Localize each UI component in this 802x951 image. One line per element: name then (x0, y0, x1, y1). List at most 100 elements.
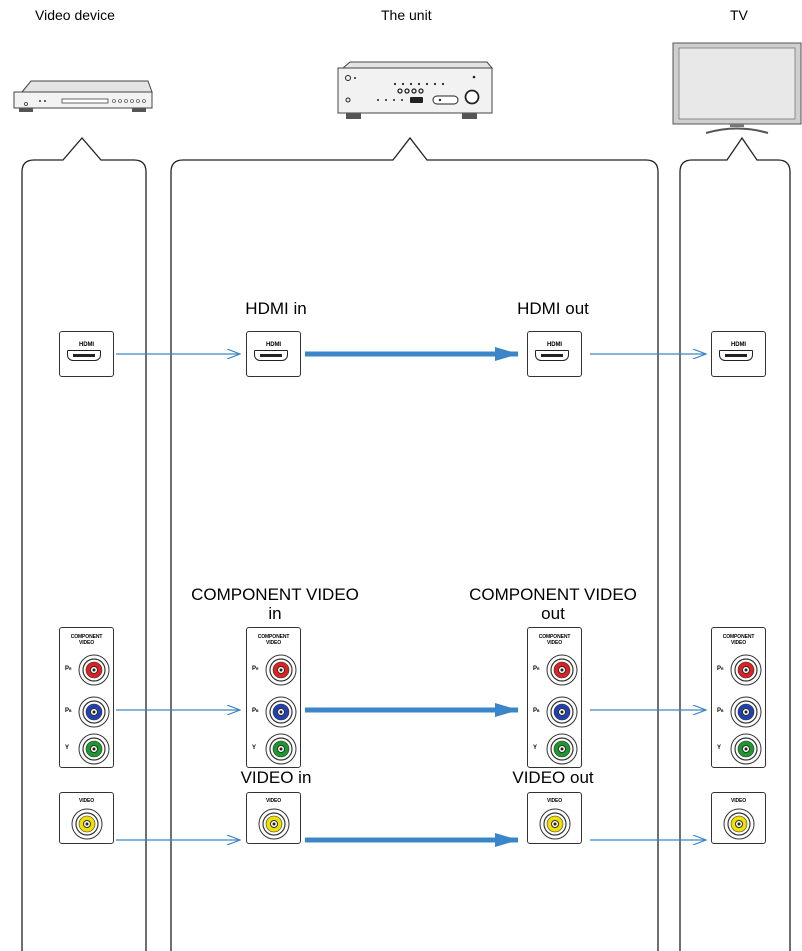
unit-panel (170, 136, 659, 951)
label-component-out-line2: out (541, 604, 565, 623)
y-label: Y (717, 745, 722, 751)
component-title-line1: COMPONENT (257, 634, 290, 640)
header-video-device: Video device (35, 7, 115, 23)
video-out-port: VIDEO (527, 792, 582, 844)
video-port-label: VIDEO (265, 798, 282, 804)
hdmi-connector-icon (67, 350, 101, 361)
pb-subscript: B (69, 709, 72, 713)
tv-panel (679, 136, 791, 951)
label-component-out: COMPONENT VIDEO out (458, 585, 648, 623)
label-component-in-line1: COMPONENT VIDEO (191, 585, 359, 604)
video-jack-icon (258, 808, 290, 840)
video-in-port: VIDEO (246, 792, 301, 844)
hdmi-connector-icon (719, 350, 753, 361)
pr-subscript: R (721, 667, 724, 671)
video-jack-icon (539, 808, 571, 840)
y-jack-icon (78, 733, 110, 765)
y-jack-icon (546, 733, 578, 765)
pb-jack-icon (78, 696, 110, 728)
pb-jack-icon (730, 696, 762, 728)
component-port-tv: COMPONENT VIDEO PR PB Y (711, 627, 766, 768)
pr-subscript: R (256, 667, 259, 671)
pb-label: PB (717, 707, 724, 715)
y-label: Y (533, 745, 538, 751)
pr-jack-icon (546, 654, 578, 686)
component-port-video-device: COMPONENT VIDEO PR PB Y (59, 627, 114, 768)
label-component-in-line2: in (268, 604, 282, 623)
pr-subscript: R (537, 667, 540, 671)
video-port-video-device: VIDEO (59, 792, 114, 844)
pb-label: PB (533, 707, 540, 715)
hdmi-port-label: HDMI (79, 342, 94, 348)
pr-letter: P (533, 666, 538, 672)
pr-jack-icon (78, 654, 110, 686)
pb-letter: P (65, 708, 70, 714)
component-in-port: COMPONENT VIDEO PR PB Y (246, 627, 301, 768)
pb-letter: P (717, 708, 722, 714)
video-port-label: VIDEO (78, 798, 95, 804)
video-jack-icon (723, 808, 755, 840)
pr-letter: P (65, 666, 70, 672)
component-title-line2: VIDEO (730, 640, 747, 646)
header-the-unit: The unit (381, 7, 432, 23)
y-label: Y (65, 745, 70, 751)
pr-label: PR (65, 665, 72, 673)
pr-jack-icon (265, 654, 297, 686)
video-port-label: VIDEO (546, 798, 563, 804)
pb-subscript: B (256, 709, 259, 713)
hdmi-port-video-device: HDMI (59, 331, 114, 377)
pb-letter: P (533, 708, 538, 714)
pb-subscript: B (537, 709, 540, 713)
pb-jack-icon (546, 696, 578, 728)
hdmi-port-label: HDMI (731, 342, 746, 348)
component-title-line2: VIDEO (265, 640, 282, 646)
video-device-panel (21, 137, 147, 951)
component-port-title: COMPONENT VIDEO (712, 634, 765, 646)
label-video-in: VIDEO in (240, 768, 312, 787)
pr-label: PR (533, 665, 540, 673)
component-port-title: COMPONENT VIDEO (528, 634, 581, 646)
label-component-in: COMPONENT VIDEO in (180, 585, 370, 623)
pr-subscript: R (69, 667, 72, 671)
pr-letter: P (717, 666, 722, 672)
pr-letter: P (252, 666, 257, 672)
label-hdmi-out: HDMI out (517, 299, 589, 318)
pb-subscript: B (721, 709, 724, 713)
hdmi-out-port: HDMI (527, 331, 582, 377)
component-out-port: COMPONENT VIDEO PR PB Y (527, 627, 582, 768)
component-title-line2: VIDEO (78, 640, 95, 646)
hdmi-port-label: HDMI (266, 342, 281, 348)
video-port-label: VIDEO (730, 798, 747, 804)
av-receiver-icon (337, 61, 494, 119)
y-jack-icon (730, 733, 762, 765)
hdmi-in-port: HDMI (246, 331, 301, 377)
label-component-out-line1: COMPONENT VIDEO (469, 585, 637, 604)
label-hdmi-in: HDMI in (245, 299, 307, 318)
component-port-title: COMPONENT VIDEO (60, 634, 113, 646)
pb-jack-icon (265, 696, 297, 728)
y-label: Y (252, 745, 257, 751)
header-tv: TV (730, 7, 748, 23)
pr-label: PR (717, 665, 724, 673)
component-title-line1: COMPONENT (722, 634, 755, 640)
pb-label: PB (65, 707, 72, 715)
component-title-line1: COMPONENT (70, 634, 103, 640)
video-device-icon (13, 80, 153, 112)
tv-icon (672, 42, 802, 134)
component-title-line1: COMPONENT (538, 634, 571, 640)
pb-letter: P (252, 708, 257, 714)
label-video-out: VIDEO out (512, 768, 594, 787)
component-title-line2: VIDEO (546, 640, 563, 646)
hdmi-port-tv: HDMI (711, 331, 766, 377)
y-jack-icon (265, 733, 297, 765)
pb-label: PB (252, 707, 259, 715)
video-port-tv: VIDEO (711, 792, 766, 844)
pr-label: PR (252, 665, 259, 673)
pr-jack-icon (730, 654, 762, 686)
video-jack-icon (71, 808, 103, 840)
hdmi-connector-icon (254, 350, 288, 361)
component-port-title: COMPONENT VIDEO (247, 634, 300, 646)
hdmi-port-label: HDMI (547, 342, 562, 348)
hdmi-connector-icon (535, 350, 569, 361)
